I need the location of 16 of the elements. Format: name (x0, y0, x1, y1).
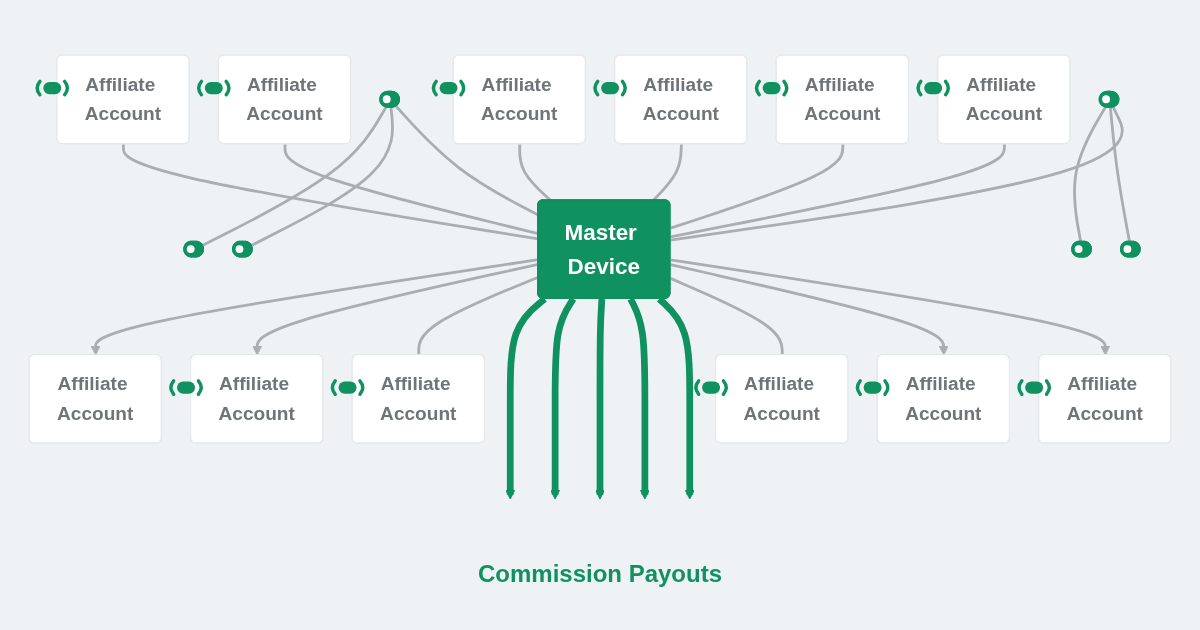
connector (1073, 106, 1107, 243)
arrow (670, 258, 1111, 356)
connector (1109, 107, 1131, 243)
connector (670, 277, 784, 356)
connector (670, 144, 845, 230)
arrow (670, 263, 949, 356)
arrow (627, 297, 650, 500)
arrow (550, 297, 577, 500)
connector (670, 106, 1124, 242)
caption-label: Commission Payouts (477, 560, 723, 588)
arrow (595, 298, 606, 500)
connector (250, 107, 394, 247)
connector (670, 144, 1006, 239)
connector (202, 106, 388, 247)
arrow (656, 296, 695, 500)
arrow (505, 296, 547, 500)
